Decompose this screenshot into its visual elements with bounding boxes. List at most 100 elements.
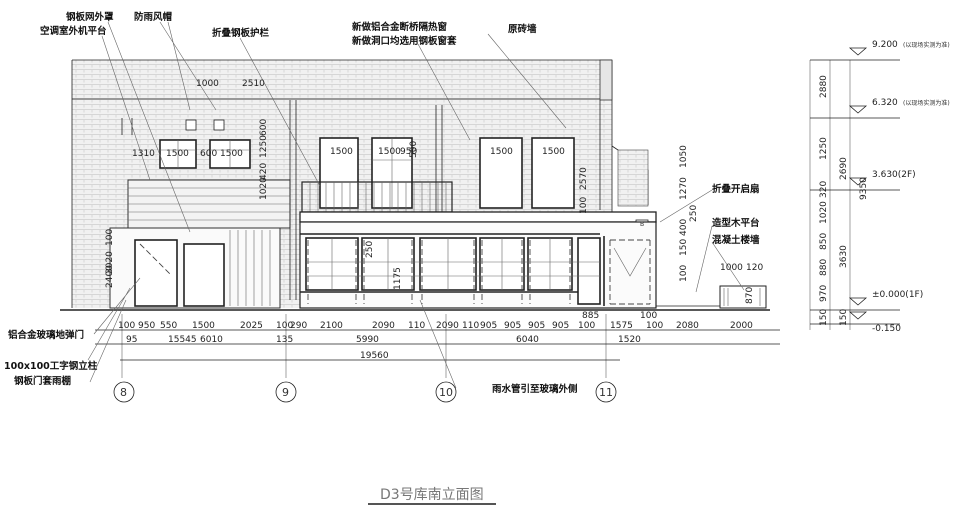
svg-text:1270: 1270 [679, 177, 689, 200]
window-upper-mid-1 [319, 137, 359, 209]
svg-text:100: 100 [276, 321, 293, 331]
svg-text:100: 100 [640, 311, 657, 321]
axis-label: 11 [599, 386, 613, 399]
callout-folding-railing: 折叠钢板护栏 [212, 27, 270, 39]
svg-text:250: 250 [365, 241, 375, 258]
axis-label: 8 [120, 386, 127, 399]
svg-text:600: 600 [259, 119, 269, 136]
window-upper-right-1 [479, 137, 523, 209]
svg-text:2090: 2090 [436, 321, 459, 331]
svg-text:2400: 2400 [105, 265, 115, 288]
level-value: -0.150 [872, 324, 901, 334]
svg-text:905: 905 [480, 321, 497, 331]
svg-text:1520: 1520 [618, 335, 641, 345]
canopy-slab [299, 211, 657, 223]
svg-text:2000: 2000 [730, 321, 753, 331]
svg-text:290: 290 [290, 321, 307, 331]
svg-text:1250: 1250 [819, 137, 829, 160]
bottom-dimensions-row1: 100 950 550 1500 2025 100 290 2100 2090 … [118, 321, 753, 331]
svg-text:2100: 2100 [320, 321, 343, 331]
svg-text:100: 100 [118, 321, 135, 331]
svg-text:1500: 1500 [220, 149, 243, 159]
svg-text:100: 100 [679, 265, 689, 282]
callout-steel-mesh: 钢板网外罩 [66, 11, 114, 23]
callout-folding-sash: 折叠开启扇 [712, 183, 760, 195]
svg-text:95: 95 [126, 335, 137, 345]
level-value: 9.200 [872, 40, 898, 50]
level-value: 6.320 [872, 98, 898, 108]
svg-text:2570: 2570 [579, 167, 589, 190]
drawing-title: D3号库南立面图 [380, 487, 484, 503]
dimension-lines [95, 47, 900, 378]
svg-text:100: 100 [646, 321, 663, 331]
svg-text:2025: 2025 [240, 321, 263, 331]
svg-text:110: 110 [408, 321, 425, 331]
callout-wood-platform: 造型木平台 [712, 217, 760, 229]
tag-b: B [640, 221, 644, 228]
svg-text:100: 100 [578, 321, 595, 331]
building-elevation [60, 59, 770, 311]
svg-text:5990: 5990 [356, 335, 379, 345]
svg-text:120: 120 [746, 263, 763, 273]
svg-text:420: 420 [259, 163, 269, 180]
svg-text:1500: 1500 [166, 149, 189, 159]
svg-text:870: 870 [745, 287, 755, 304]
svg-text:550: 550 [160, 321, 177, 331]
svg-text:3630: 3630 [839, 245, 849, 268]
svg-text:885: 885 [582, 311, 599, 321]
svg-text:905: 905 [504, 321, 521, 331]
concrete-wall [719, 285, 767, 309]
callout-new-window: 新做铝合金断桥隔热窗 [352, 21, 448, 33]
svg-text:500: 500 [409, 141, 419, 158]
svg-text:905: 905 [552, 321, 569, 331]
level-value: 3.630(2F) [872, 170, 916, 180]
svg-text:150: 150 [839, 309, 849, 326]
level-note: (以现场实测为准) [903, 41, 950, 49]
svg-text:1000: 1000 [196, 79, 219, 89]
svg-text:135: 135 [276, 335, 293, 345]
level-note: (以现场实测为准) [903, 99, 950, 107]
svg-text:2090: 2090 [372, 321, 395, 331]
svg-text:1020: 1020 [259, 177, 269, 200]
leader-lines [87, 21, 745, 389]
glass-door-2 [183, 243, 225, 307]
svg-text:320: 320 [819, 181, 829, 198]
svg-text:905: 905 [528, 321, 545, 331]
bottom-dimensions-row2: 95 15545 6010 135 5990 6040 1520 19560 [126, 335, 641, 361]
callout-steel-column: 100x100工字钢立柱 [4, 360, 98, 372]
svg-text:6010: 6010 [200, 335, 223, 345]
svg-text:970: 970 [819, 285, 829, 302]
axis-label: 10 [439, 386, 453, 399]
svg-text:2690: 2690 [839, 157, 849, 180]
brick-parapet [72, 60, 612, 100]
level-labels: 9.200 (以现场实测为准) 6.320 (以现场实测为准) 3.630(2F… [872, 40, 950, 334]
callout-window-frame: 新做洞口均选用钢板窗套 [352, 35, 457, 47]
glass-door-1 [134, 239, 178, 307]
svg-text:110: 110 [462, 321, 479, 331]
svg-text:1310: 1310 [132, 149, 155, 159]
right-dimensions: 2880 1250 320 1020 850 880 970 150 2690 … [819, 75, 869, 326]
svg-text:2080: 2080 [676, 321, 699, 331]
svg-text:600: 600 [200, 149, 217, 159]
svg-text:950: 950 [400, 147, 417, 157]
svg-text:1020: 1020 [819, 201, 829, 224]
svg-text:100: 100 [105, 229, 115, 246]
svg-text:1500: 1500 [490, 147, 513, 157]
callout-rain-cap: 防雨风帽 [134, 11, 173, 23]
svg-text:1575: 1575 [610, 321, 633, 331]
window-upper-right-2 [531, 137, 575, 209]
callout-downpipe: 雨水管引至玻璃外侧 [492, 383, 578, 395]
facade-dimensions: 1000 2510 1310 1500 600 1500 1250 600 10… [105, 79, 763, 321]
svg-text:250: 250 [689, 205, 699, 222]
svg-text:100: 100 [579, 197, 589, 214]
svg-text:1500: 1500 [192, 321, 215, 331]
svg-text:1000: 1000 [720, 263, 743, 273]
callout-concrete-wall: 混凝土楼墙 [712, 234, 760, 246]
svg-text:1500: 1500 [542, 147, 565, 157]
svg-text:1250: 1250 [259, 135, 269, 158]
svg-text:1500: 1500 [330, 147, 353, 157]
svg-text:150: 150 [819, 309, 829, 326]
svg-text:850: 850 [819, 233, 829, 250]
callout-door-canopy: 钢板门套雨棚 [14, 375, 71, 387]
